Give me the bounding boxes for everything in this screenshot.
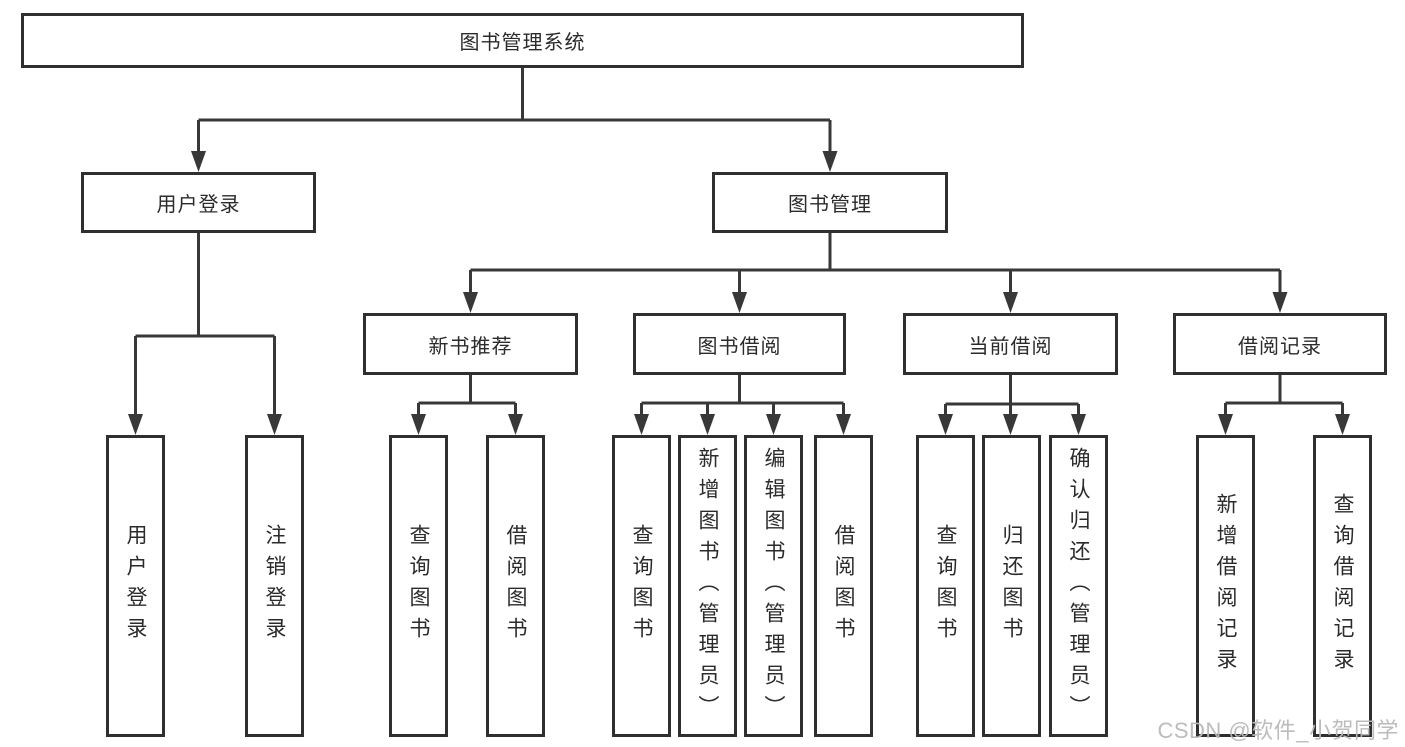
leaf-add-borrow-record: 新增借阅记录 bbox=[1196, 435, 1255, 737]
arrow-down-icon bbox=[836, 414, 851, 435]
leaf-query-books: 查询图书 bbox=[389, 435, 448, 737]
leaf-query-borrow-record: 查询借阅记录 bbox=[1313, 435, 1372, 737]
node-label: 查询图书 bbox=[407, 524, 430, 648]
leaf-edit-books-admin: 编辑图书（管理员） bbox=[744, 435, 803, 737]
node-label: 借阅图书 bbox=[504, 524, 527, 648]
node-label: 注销登录 bbox=[263, 524, 286, 648]
connector-new-book-to-leaves bbox=[417, 375, 517, 415]
node-label: 归还图书 bbox=[1000, 524, 1023, 648]
leaf-logout: 注销登录 bbox=[245, 435, 304, 737]
leaf-query-books: 查询图书 bbox=[612, 435, 671, 737]
arrow-down-icon bbox=[508, 414, 523, 435]
node-book-borrow: 图书借阅 bbox=[633, 313, 846, 375]
node-label: 查询图书 bbox=[934, 524, 957, 648]
node-label: 用户登录 bbox=[124, 524, 147, 648]
node-current-borrow: 当前借阅 bbox=[903, 313, 1118, 375]
arrow-down-icon bbox=[938, 414, 953, 435]
arrow-down-icon bbox=[1071, 414, 1086, 435]
leaf-borrow-books: 借阅图书 bbox=[814, 435, 873, 737]
node-label: 编辑图书（管理员） bbox=[762, 446, 785, 726]
node-label: 新增借阅记录 bbox=[1214, 493, 1237, 679]
arrow-down-icon bbox=[411, 414, 426, 435]
node-label: 图书管理 bbox=[788, 194, 872, 216]
node-label: 查询图书 bbox=[630, 524, 653, 648]
node-book-management: 图书管理 bbox=[712, 172, 948, 233]
connector-book-borrow-to-leaves bbox=[640, 375, 845, 415]
arrow-down-icon bbox=[1003, 414, 1018, 435]
node-user-login: 用户登录 bbox=[81, 172, 316, 233]
arrow-down-icon bbox=[766, 414, 781, 435]
arrow-down-icon bbox=[700, 414, 715, 435]
connector-current-borrow-to-leaves bbox=[944, 375, 1080, 415]
leaf-borrow-books: 借阅图书 bbox=[486, 435, 545, 737]
node-new-book-recommend: 新书推荐 bbox=[363, 313, 578, 375]
arrow-down-icon bbox=[634, 414, 649, 435]
arrow-down-icon bbox=[1218, 414, 1233, 435]
node-label: 查询借阅记录 bbox=[1331, 493, 1354, 679]
arrow-down-icon bbox=[267, 414, 282, 435]
arrow-down-icon bbox=[191, 151, 206, 172]
node-label: 当前借阅 bbox=[968, 335, 1053, 358]
connector-borrow-records-to-leaves bbox=[1224, 375, 1344, 415]
connector-root-to-level2 bbox=[197, 68, 832, 152]
connector-book-management-to-level3 bbox=[469, 233, 1282, 293]
node-label: 借阅图书 bbox=[832, 524, 855, 648]
arrow-down-icon bbox=[1003, 292, 1018, 313]
leaf-user-login: 用户登录 bbox=[106, 435, 165, 737]
node-label: 图书管理系统 bbox=[459, 32, 586, 54]
csdn-watermark: CSDN @软件_小贺同学 bbox=[1157, 718, 1399, 743]
arrow-down-icon bbox=[463, 292, 478, 313]
node-label: 借阅记录 bbox=[1238, 335, 1322, 358]
arrow-down-icon bbox=[1272, 292, 1288, 313]
leaf-query-books: 查询图书 bbox=[916, 435, 975, 737]
arrow-down-icon bbox=[822, 151, 838, 172]
leaf-return-books: 归还图书 bbox=[982, 435, 1041, 737]
node-label: 新书推荐 bbox=[428, 335, 513, 358]
node-label: 确认归还（管理员） bbox=[1067, 446, 1090, 726]
leaf-confirm-return-admin: 确认归还（管理员） bbox=[1049, 435, 1108, 737]
node-label: 图书借阅 bbox=[697, 335, 782, 358]
node-library-system: 图书管理系统 bbox=[21, 13, 1024, 68]
node-borrow-records: 借阅记录 bbox=[1173, 313, 1387, 375]
leaf-add-books-admin: 新增图书（管理员） bbox=[678, 435, 737, 737]
arrow-down-icon bbox=[1335, 414, 1350, 435]
connector-user-login-to-leaves bbox=[134, 233, 276, 415]
node-label: 新增图书（管理员） bbox=[696, 446, 719, 726]
arrow-down-icon bbox=[732, 292, 747, 313]
node-label: 用户登录 bbox=[156, 194, 241, 216]
arrow-down-icon bbox=[128, 414, 143, 435]
